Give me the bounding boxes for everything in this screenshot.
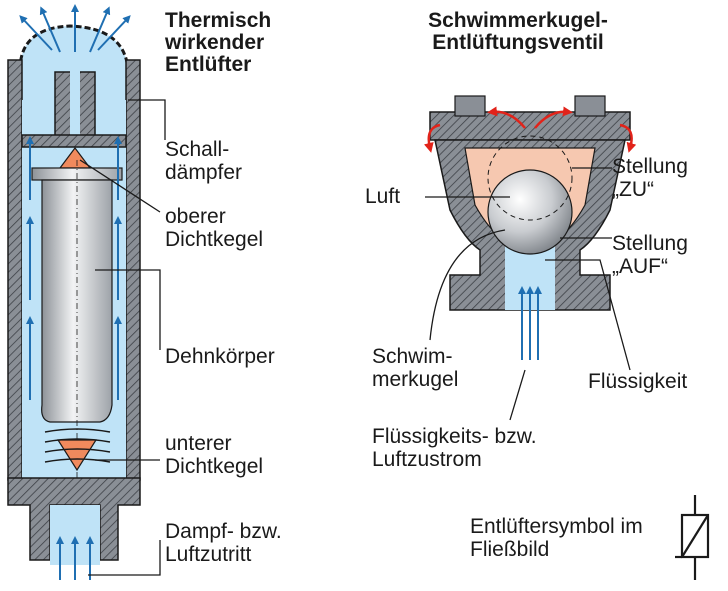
right-title: Schwimmerkugel-Entlüftungsventil: [428, 9, 608, 54]
left-title: Thermisch wirkender Entlüfter: [165, 9, 272, 76]
label-dampf-luftzutritt: Dampf- bzw. Luftzutritt: [165, 520, 282, 566]
leader-ball: [429, 229, 506, 341]
steam-flow-arrows: [19, 4, 131, 580]
label-schalldaempfer: Schall- dämpfer: [165, 138, 243, 184]
leader-fluid: [545, 259, 631, 371]
label-dehnkoerper: Dehnkörper: [165, 345, 275, 368]
leader-zustrom: [509, 369, 526, 421]
valve-lid: [429, 111, 631, 141]
label-schwimmerkugel: Schwim- merkugel: [372, 345, 459, 391]
float-ball: [487, 169, 573, 255]
vent-symbol: [675, 495, 710, 580]
label-zustrom: Flüssigkeits- bzw. Luftzustrom: [372, 425, 537, 471]
label-fluessigkeit: Flüssigkeit: [588, 370, 688, 393]
top-plate: [21, 134, 127, 148]
inflow-arrows: [518, 286, 542, 360]
float-ball-closed-position: [487, 135, 573, 221]
spring: [44, 428, 111, 463]
bolt-right: [574, 95, 606, 117]
air-exit-arrows: [423, 106, 637, 153]
lower-cone: [56, 439, 98, 472]
leader-expansion: [95, 269, 161, 350]
label-symbol: Entlüftersymbol im Fließbild: [470, 515, 643, 561]
label-stellung-auf: Stellung „AUF“: [612, 232, 688, 278]
thermal-vent-drawing: [7, 4, 166, 580]
label-oberer-dichtkegel: oberer Dichtkegel: [165, 205, 264, 251]
label-luft: Luft: [365, 185, 401, 208]
float-vent-drawing: [423, 95, 637, 421]
leader-silencer: [128, 99, 166, 140]
leader-inlet: [88, 540, 161, 576]
expansion-body: [41, 179, 113, 423]
leader-upper-cone: [79, 159, 161, 213]
label-unterer-dichtkegel: unterer Dichtkegel: [165, 432, 264, 478]
bolt-left: [454, 95, 486, 117]
label-stellung-zu: Stellung „ZU“: [612, 155, 688, 201]
housing-left-wall: [7, 59, 23, 481]
